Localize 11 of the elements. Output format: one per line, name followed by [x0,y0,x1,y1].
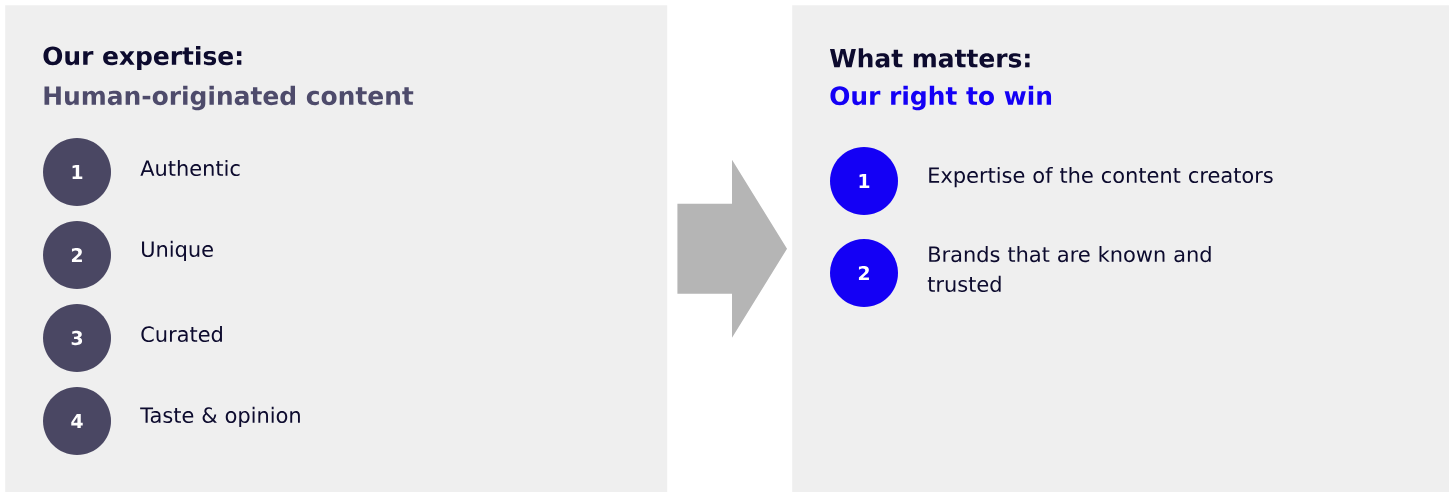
item-text: Curated [141,325,222,343]
item-text: Brands that are known and trusted [927,245,1211,293]
item-text: Taste & opinion [140,406,300,428]
arrow [677,159,788,338]
heading: Our expertise: [43,45,242,71]
heading: Our right to win [830,85,1052,111]
heading: Human-originated content [44,85,414,111]
heading: What matters: [829,48,1030,68]
item-text: Unique [142,240,213,262]
item-text: Expertise of the content creators [929,166,1273,188]
item-text: Authentic [140,159,240,177]
